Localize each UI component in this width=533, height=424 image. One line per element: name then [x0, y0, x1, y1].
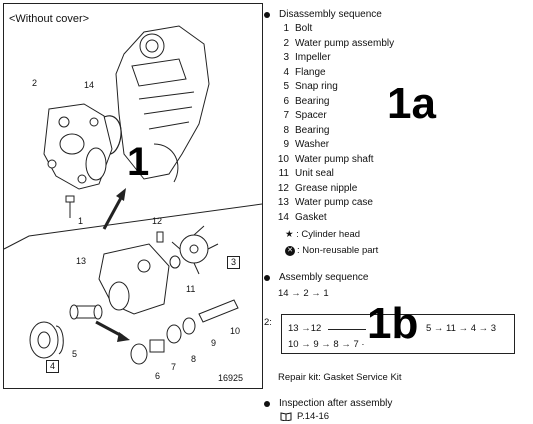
inspection-heading-row: Inspection after assembly	[264, 398, 392, 409]
bullet-icon	[264, 11, 270, 18]
inspection-ref[interactable]: P.14-16	[297, 411, 330, 422]
book-reference-icon	[280, 412, 292, 421]
callout-9: 9	[211, 338, 217, 348]
assembly-heading-row: Assembly sequence	[264, 272, 369, 283]
box-line1-a: 13 →12	[288, 323, 322, 334]
inspection-ref-row: P.14-16	[280, 411, 329, 422]
callout-3-boxed: 3	[227, 256, 240, 269]
callout-6: 6	[155, 371, 161, 381]
non-reusable-icon: ✕	[285, 245, 295, 256]
legend-cylinder-head: ★ : Cylinder head	[285, 229, 361, 240]
callout-2: 2	[32, 78, 38, 88]
callout-11: 11	[186, 284, 196, 294]
figure-caption: <Without cover>	[9, 13, 90, 25]
assembly-heading: Assembly sequence	[279, 272, 369, 283]
assembly-sequence-box: 13 →12 5 → 11 → 4 → 3 10 → 9 → 8 → 7 ·	[281, 314, 515, 354]
figure-number: 16925	[218, 373, 244, 383]
callout-1: 1	[78, 216, 84, 226]
water-pump-exploded-drawing	[4, 25, 262, 365]
step-label-2: 2:	[264, 317, 272, 328]
callout-7: 7	[171, 362, 177, 372]
bullet-icon	[264, 274, 270, 281]
callout-5: 5	[72, 349, 78, 359]
disassembly-heading-row: Disassembly sequence	[264, 9, 382, 20]
legend-non-reusable: ✕ : Non-reusable part	[285, 245, 378, 256]
callout-12: 12	[152, 216, 163, 226]
section-label-1b: 1b	[367, 299, 419, 348]
repair-kit-note: Repair kit: Gasket Service Kit	[278, 372, 402, 383]
exploded-diagram-panel: <Without cover> 1 2 14 1 12 13 3 11 10 9…	[3, 3, 263, 389]
disassembly-heading: Disassembly sequence	[279, 9, 382, 20]
callout-8: 8	[191, 354, 197, 364]
callout-4-boxed: 4	[46, 360, 59, 373]
callout-10: 10	[230, 326, 241, 336]
callout-13: 13	[76, 256, 87, 266]
box-line1-connector	[328, 329, 366, 330]
assembly-sequence-1: 14 → 2 → 1	[278, 288, 329, 299]
callout-14: 14	[84, 80, 95, 90]
inspection-heading: Inspection after assembly	[279, 398, 393, 409]
section-label-1a: 1a	[387, 79, 436, 128]
bullet-icon	[264, 400, 270, 407]
section-label-1: 1	[127, 140, 150, 184]
box-line1-b: 5 → 11 → 4 → 3	[426, 323, 497, 334]
box-line2: 10 → 9 → 8 → 7 ·	[288, 339, 365, 350]
